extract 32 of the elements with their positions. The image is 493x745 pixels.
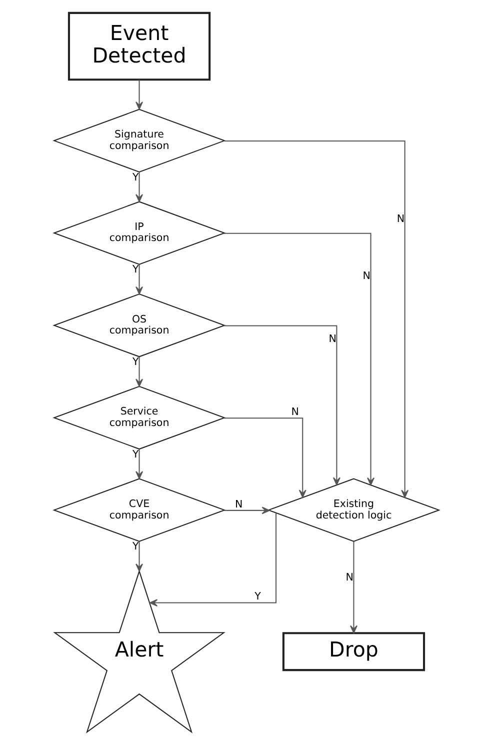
- node-diamond: CVE comparison: [52, 478, 226, 542]
- edge-label: N: [362, 270, 370, 282]
- edge-label: Y: [132, 264, 139, 276]
- node-diamond: IP comparison: [52, 201, 226, 265]
- arrow: [136, 449, 144, 480]
- arrow: [224, 140, 409, 498]
- arrow: [224, 232, 374, 486]
- arrow: [224, 418, 306, 498]
- edge-label: N: [346, 572, 354, 584]
- arrow: [350, 541, 358, 634]
- arrow: [150, 513, 277, 607]
- arrow: [136, 356, 144, 387]
- arrow: [136, 172, 144, 202]
- node-box: Event Detected: [68, 12, 211, 81]
- arrow: [136, 264, 144, 294]
- arrow: [224, 325, 340, 486]
- arrow: [136, 541, 144, 572]
- edge-label: Y: [132, 448, 139, 460]
- edge-label: Y: [132, 356, 139, 368]
- edge-label: N: [291, 406, 299, 418]
- node-box: Drop: [282, 632, 426, 672]
- edge-label: N: [396, 212, 405, 225]
- edge-label: Y: [132, 540, 139, 553]
- node-diamond: Service comparison: [52, 386, 226, 450]
- edge-label: Y: [132, 171, 139, 184]
- edge-label: N: [328, 333, 336, 346]
- edge-label: Y: [254, 590, 261, 603]
- arrow: [136, 80, 144, 110]
- edge-label: N: [235, 498, 243, 510]
- node-diamond: Signature comparison: [52, 108, 226, 173]
- node-diamond: OS comparison: [52, 294, 226, 358]
- arrow: [224, 506, 270, 514]
